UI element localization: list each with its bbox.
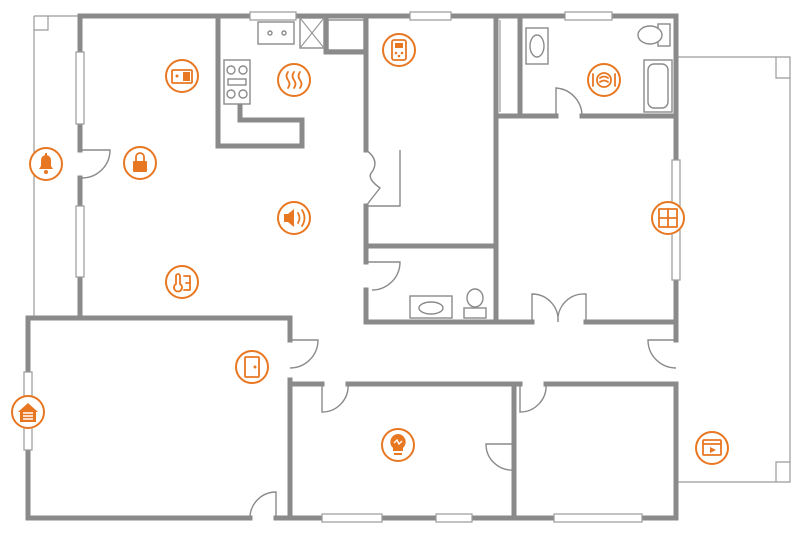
bell-icon[interactable] xyxy=(29,147,63,181)
garage-icon[interactable] xyxy=(11,395,45,429)
water-heater-icon[interactable] xyxy=(587,63,621,97)
speaker-icon[interactable] xyxy=(277,201,311,235)
thermostat-panel-icon[interactable] xyxy=(165,59,199,93)
porch-outlines xyxy=(33,15,791,483)
fixtures xyxy=(223,17,673,319)
doors xyxy=(80,87,677,519)
lock-icon[interactable] xyxy=(123,146,157,180)
window-icon[interactable] xyxy=(651,201,685,235)
media-player-icon[interactable] xyxy=(695,431,729,465)
windows xyxy=(23,11,681,523)
thermometer-icon[interactable] xyxy=(165,265,199,299)
walls xyxy=(25,13,679,521)
remote-icon[interactable] xyxy=(382,33,416,67)
light-bulb-icon[interactable] xyxy=(381,428,415,462)
door-icon[interactable] xyxy=(235,350,269,384)
heat-waves-icon[interactable] xyxy=(277,63,311,97)
